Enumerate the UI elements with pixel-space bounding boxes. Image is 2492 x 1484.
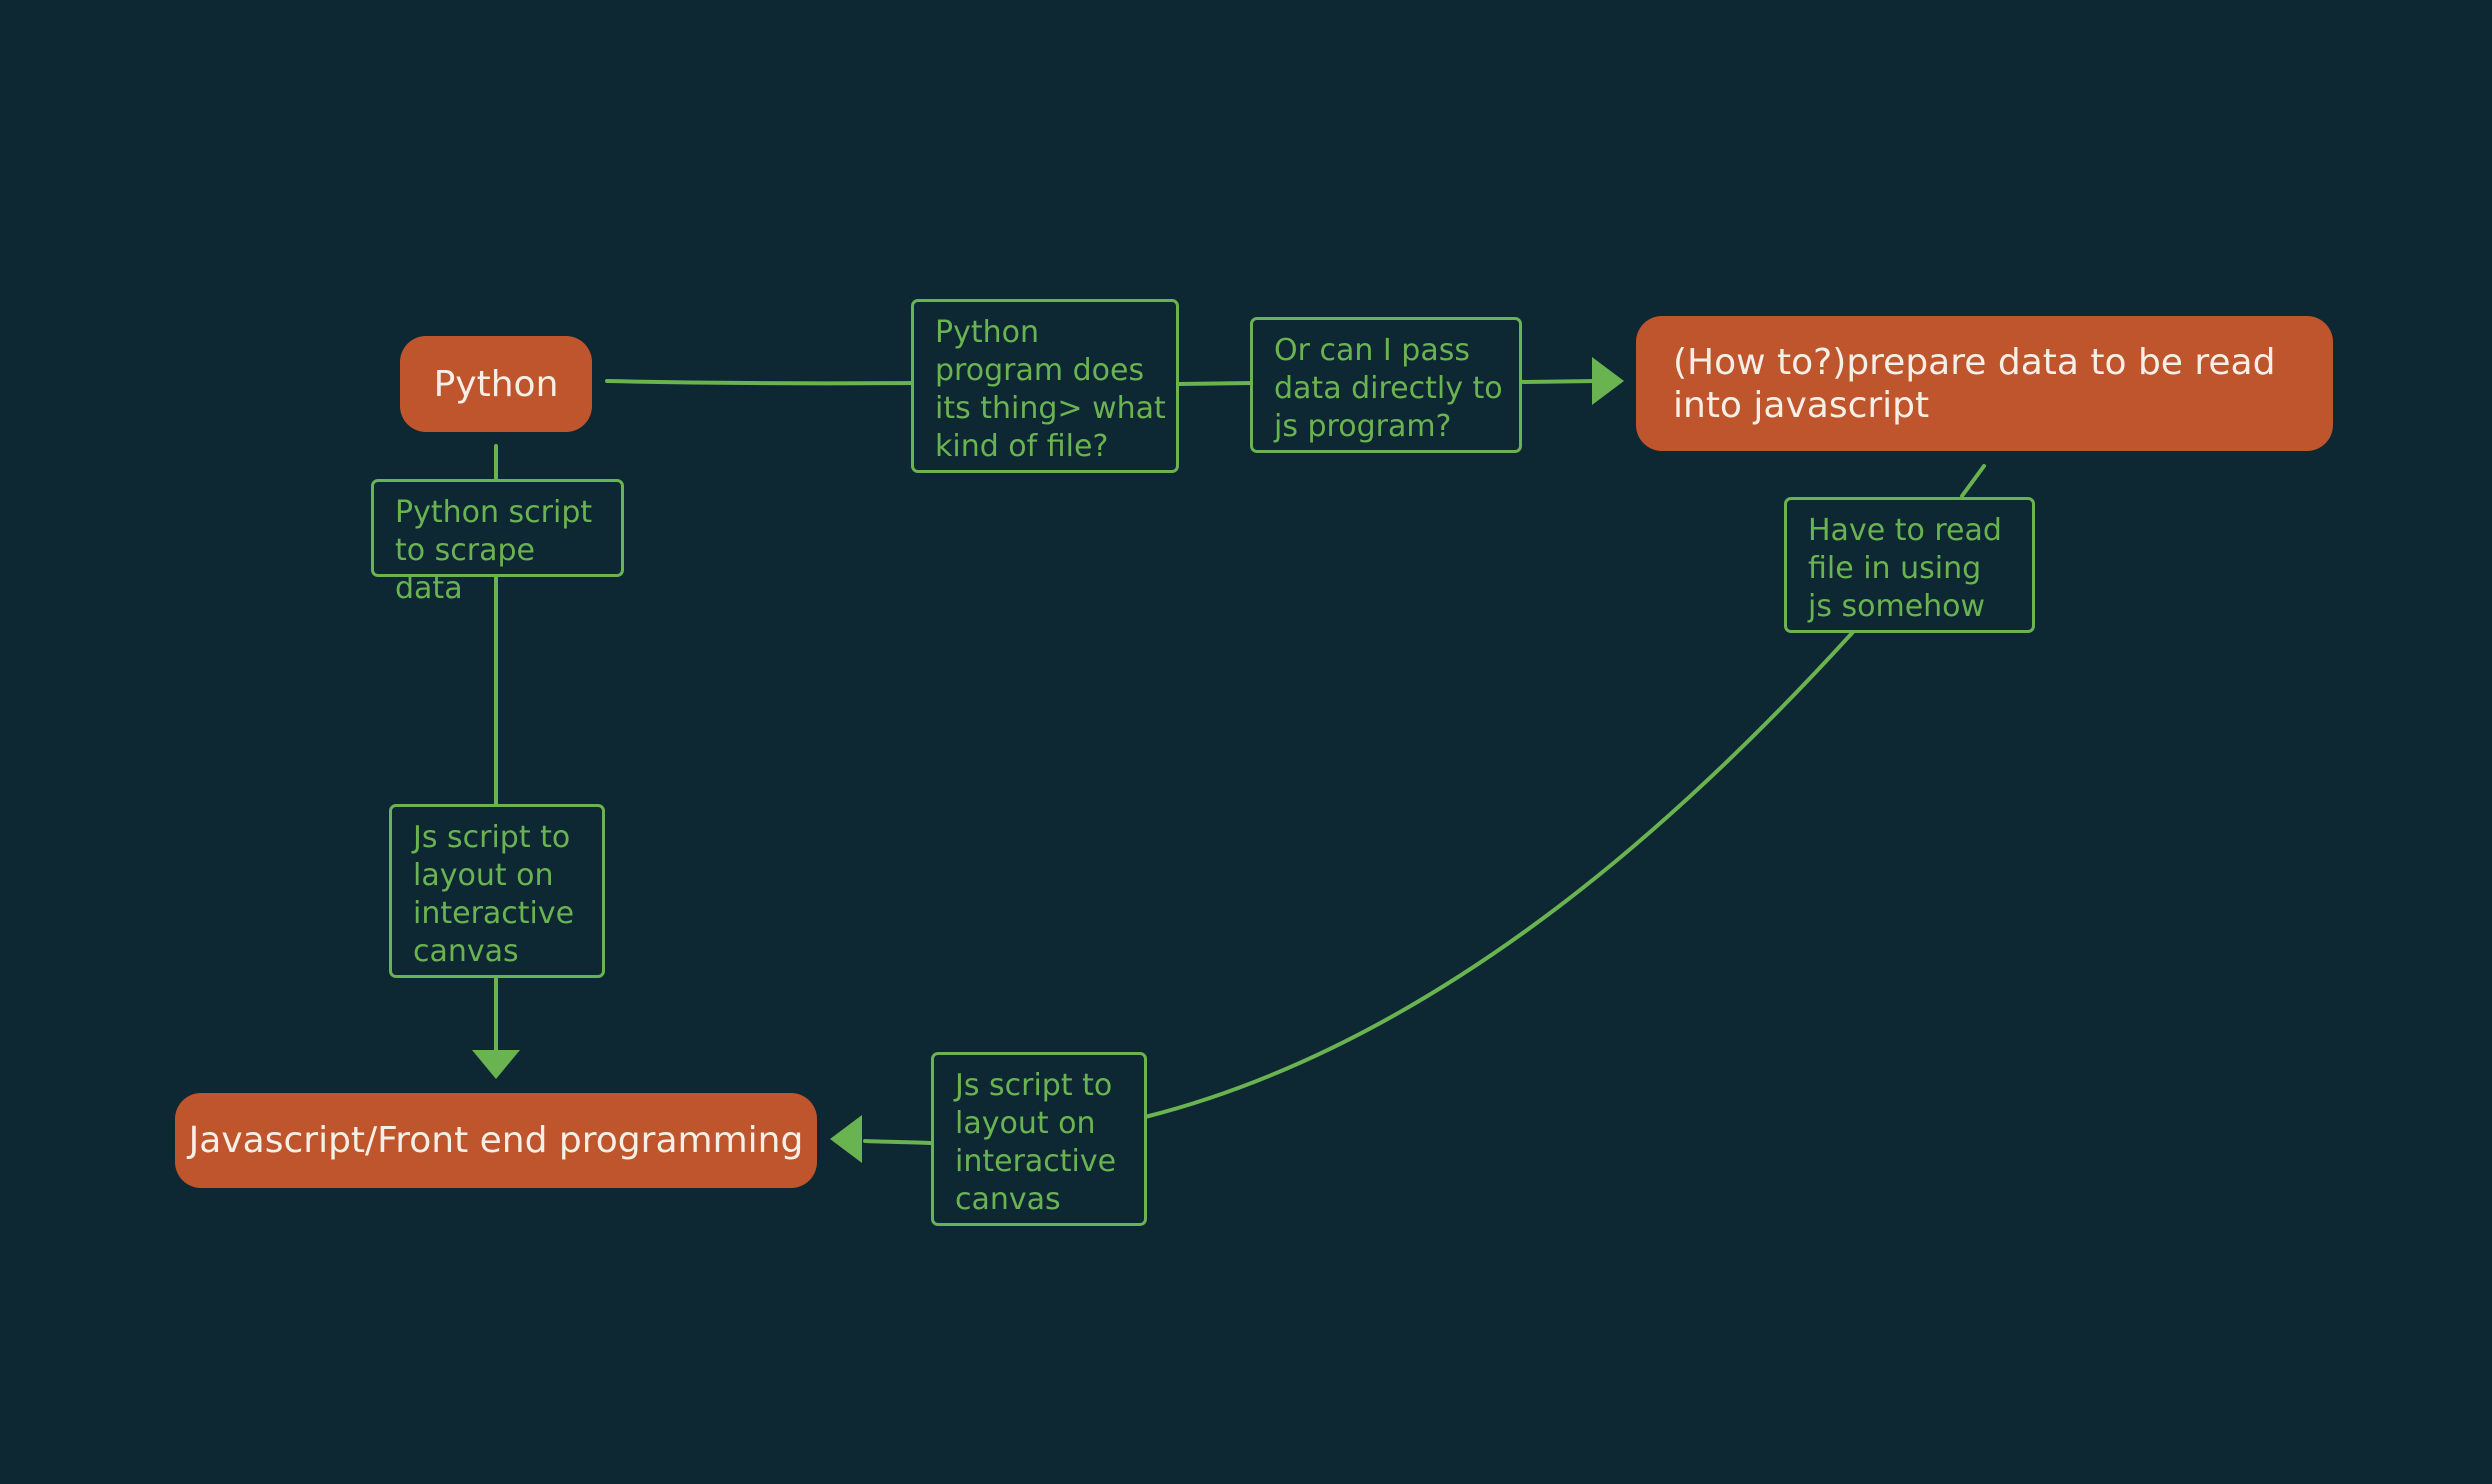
connector-file-label-to-pass-label [1176, 381, 1255, 386]
topic-frontend[interactable]: Javascript/Front end programming [175, 1093, 817, 1188]
label-read-file[interactable]: Have to read file in using js somehow [1784, 497, 2035, 633]
arrowhead-to-frontend [472, 1050, 520, 1079]
connector-read-label-to-js-label [1143, 630, 1855, 1119]
label-js-layout-bottom[interactable]: Js script to layout on interactive canva… [931, 1052, 1147, 1226]
topic-frontend-text: Javascript/Front end programming [188, 1120, 804, 1161]
topic-prepare-data[interactable]: (How to?)prepare data to be read into ja… [1636, 316, 2333, 451]
label-file-kind[interactable]: Python program does its thing> what kind… [911, 299, 1179, 473]
label-pass-directly[interactable]: Or can I pass data directly to js progra… [1250, 317, 1522, 453]
arrowhead-to-prepare [1592, 357, 1624, 405]
connector-prepare-to-read-label [1960, 464, 1986, 498]
connector-js-label-to-frontend-bottom [863, 1139, 932, 1145]
label-js-layout-left[interactable]: Js script to layout on interactive canva… [389, 804, 605, 978]
arrowhead-to-frontend-side [830, 1115, 862, 1163]
connector-python-to-file-label [605, 379, 915, 386]
topic-prepare-data-text: (How to?)prepare data to be read into ja… [1673, 341, 2276, 426]
connector-pass-label-to-prepare [1518, 379, 1599, 384]
topic-python-text: Python [433, 363, 559, 405]
topic-python[interactable]: Python [400, 336, 592, 432]
label-scrape-data[interactable]: Python script to scrape data [371, 479, 624, 606]
